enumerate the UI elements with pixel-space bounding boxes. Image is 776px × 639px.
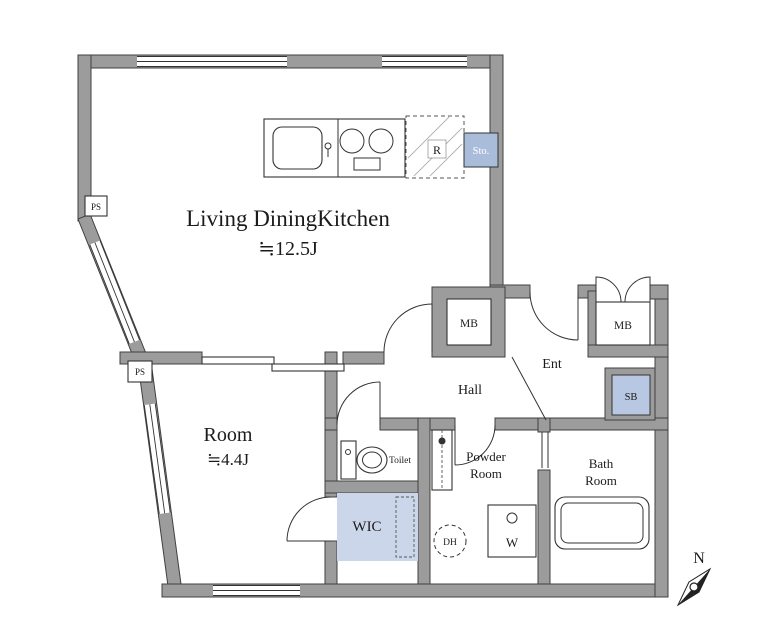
entrance-step-line <box>511 356 547 421</box>
bath-room-label-2: Room <box>585 473 617 488</box>
room-name-label: Room <box>204 424 253 446</box>
meter-box-hall-label: MB <box>460 318 478 330</box>
pipe-space-lower: PS <box>127 360 153 383</box>
window-diagonal-upper <box>89 240 140 345</box>
door-swing-toilet <box>336 381 381 426</box>
toilet-label: Toilet <box>389 456 411 466</box>
door-swing-entrance <box>529 291 579 341</box>
window-diagonal-lower <box>143 403 171 515</box>
storage-box: Sto. <box>463 132 499 168</box>
entrance-label: Ent <box>542 357 562 372</box>
washing-machine-label: W <box>506 535 519 550</box>
toilet-fixture <box>340 440 388 480</box>
shoe-box: SB <box>611 374 651 416</box>
window-top-left <box>137 56 287 67</box>
pipe-space-upper-label: PS <box>91 202 101 212</box>
washing-machine: W <box>487 504 537 558</box>
door-swing-ldk <box>383 303 433 353</box>
storage-label: Sto. <box>473 146 490 157</box>
bath-room-label-1: Bath <box>589 456 614 471</box>
kitchen-sink <box>272 126 332 170</box>
wic-label: WIC <box>352 519 381 535</box>
powder-room-label-1: Powder <box>466 449 506 464</box>
door-swing-wic <box>286 496 332 542</box>
refrigerator-label: R <box>433 143 441 157</box>
door-swing-powder <box>454 424 496 466</box>
meter-box-ent: MB <box>595 276 651 346</box>
powder-room-label-2: Room <box>470 466 502 481</box>
ldk-name-label: Living DiningKitchen <box>186 206 390 231</box>
room-size-label: ≒4.4J <box>207 450 249 469</box>
dh-circle: DH <box>433 524 467 558</box>
walk-in-closet: WIC <box>337 493 418 561</box>
meter-box-ent-label: MB <box>614 320 632 332</box>
window-top-right <box>382 56 467 67</box>
refrigerator-space: R <box>405 115 465 179</box>
shoe-box-label: SB <box>625 392 638 403</box>
stove <box>339 128 394 171</box>
hall-label: Hall <box>458 383 482 398</box>
dh-label: DH <box>443 538 457 548</box>
ldk-size-label: ≒12.5J <box>258 238 318 260</box>
window-bottom <box>213 585 300 596</box>
bathtub <box>554 496 650 550</box>
pipe-space-upper: PS <box>84 195 108 217</box>
compass-north-label: N <box>693 550 705 567</box>
bath-door <box>541 432 549 468</box>
meter-box-hall: MB <box>446 298 492 346</box>
sliding-door-room <box>201 356 345 372</box>
pipe-space-lower-label: PS <box>135 367 145 377</box>
compass: N <box>676 550 712 607</box>
vanity-basin <box>431 429 453 491</box>
